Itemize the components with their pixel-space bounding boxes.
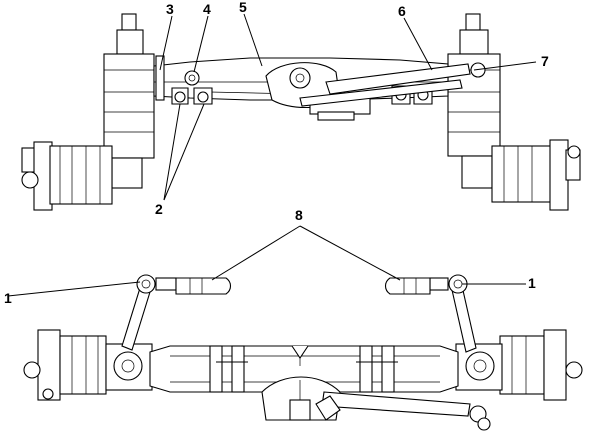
bottom-left-knuckle [105,343,153,391]
bottom-right-hub [499,329,583,401]
tie-rod-tube-left [175,277,232,295]
callout-3: 3 [166,1,174,17]
top-tie-rod [299,62,486,107]
bottom-right-steering-arm [451,285,477,353]
left-ball-joint [136,274,177,294]
callout-7: 7 [541,53,549,69]
callout-5: 5 [239,0,247,15]
bottom-left-hub [23,329,107,401]
bottom-axle-assembly [23,274,583,431]
top-left-knuckle [103,13,155,189]
callout-8: 8 [295,207,303,223]
top-left-hub [21,141,113,211]
callout-6: 6 [398,3,406,19]
bottom-drag-link [315,391,491,431]
bottom-axle-beam [149,345,459,393]
top-right-hub [491,139,581,211]
top-axle-assembly [21,13,581,211]
callout-4: 4 [203,1,211,17]
bottom-right-knuckle [455,343,503,391]
callout-labels: 3 4 5 6 7 2 8 1 1 [4,0,549,306]
callout-2: 2 [155,201,163,217]
tie-rod-tube-right [384,277,431,295]
callout-1-right: 1 [528,275,536,291]
callout-1-left: 1 [4,290,12,306]
bottom-left-steering-arm [121,287,151,351]
leader-lines [7,13,537,297]
right-ball-joint [429,274,468,294]
